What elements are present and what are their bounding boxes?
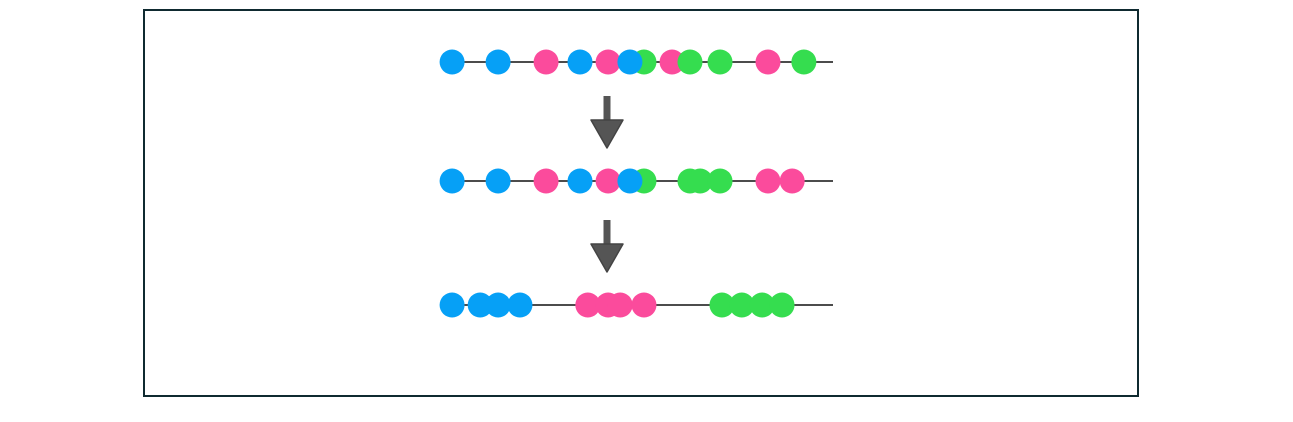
- blue-dot: [439, 168, 465, 194]
- green-dot: [769, 292, 795, 318]
- green-dot: [729, 292, 755, 318]
- pink-dot: [779, 168, 805, 194]
- blue-dot: [617, 168, 643, 194]
- blue-dot: [567, 168, 593, 194]
- blue-dot: [439, 292, 465, 318]
- row-intermediate: [439, 168, 833, 194]
- pink-dot: [631, 292, 657, 318]
- arrow-shaft: [603, 96, 611, 128]
- green-dot: [707, 49, 733, 75]
- pink-dot: [533, 168, 559, 194]
- blue-dot: [439, 49, 465, 75]
- green-dot: [749, 292, 775, 318]
- pink-dot: [575, 292, 601, 318]
- blue-dot: [485, 49, 511, 75]
- down-arrow-icon: [590, 96, 624, 149]
- row-initial: [439, 49, 833, 75]
- arrow-shaft: [603, 220, 611, 252]
- pink-dot: [659, 49, 685, 75]
- blue-dot: [617, 49, 643, 75]
- pink-dot: [755, 49, 781, 75]
- blue-dot: [485, 292, 511, 318]
- green-dot: [677, 49, 703, 75]
- blue-dot: [485, 168, 511, 194]
- pink-dot: [755, 168, 781, 194]
- blue-dot: [507, 292, 533, 318]
- green-dot: [687, 168, 713, 194]
- down-arrow-icon: [590, 220, 624, 273]
- pink-dot: [595, 49, 621, 75]
- pink-dot: [595, 168, 621, 194]
- green-dot: [709, 292, 735, 318]
- pink-dot: [533, 49, 559, 75]
- arrow-head: [590, 119, 624, 149]
- green-dot: [791, 49, 817, 75]
- blue-dot: [567, 49, 593, 75]
- pink-dot: [607, 292, 633, 318]
- green-dot: [707, 168, 733, 194]
- blue-dot: [467, 292, 493, 318]
- arrow-head: [590, 243, 624, 273]
- row-final: [439, 292, 833, 318]
